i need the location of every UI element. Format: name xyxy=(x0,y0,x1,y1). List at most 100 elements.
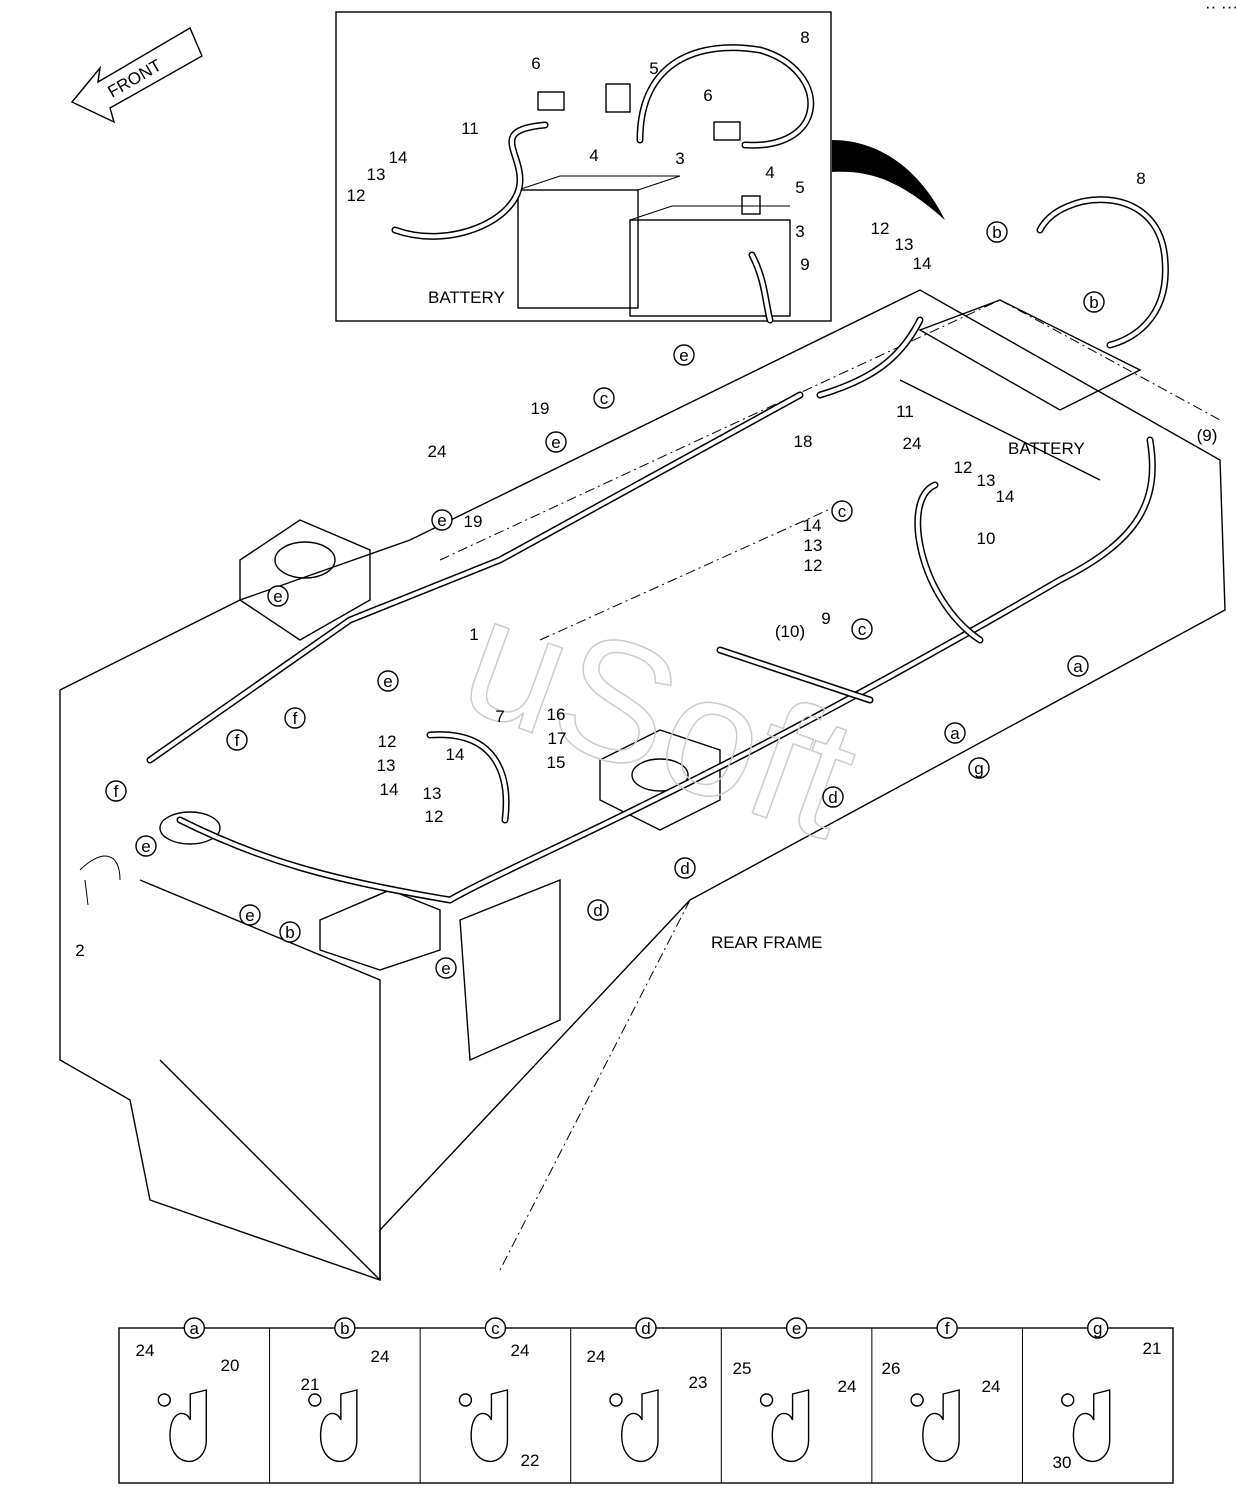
legend-part-callout: 24 xyxy=(371,1347,390,1366)
clamp-ref-label: b xyxy=(340,1319,349,1338)
clamp-ref-circle xyxy=(279,921,301,943)
part-callout: 5 xyxy=(795,178,804,197)
rear-frame-label: REAR FRAME xyxy=(711,933,822,952)
legend-panel-b: b 24 21 xyxy=(269,1317,390,1483)
watermark-logo: uSoft xyxy=(441,560,879,874)
part-callout: 12 xyxy=(347,186,366,205)
part-callout: 12 xyxy=(804,556,823,575)
legend-part-callout: 21 xyxy=(301,1375,320,1394)
part-callout: 4 xyxy=(765,163,774,182)
clamp-ref-circle xyxy=(851,618,873,640)
clamp-ref-label: f xyxy=(114,782,119,801)
part-callout: 14 xyxy=(380,780,399,799)
clamp-ref-label: f xyxy=(235,731,240,750)
clamp-ref-circle xyxy=(1087,1317,1109,1339)
legend-panel-e: e 25 24 xyxy=(720,1317,857,1483)
part-callout: 6 xyxy=(531,54,540,73)
part-callout: 4 xyxy=(589,146,598,165)
clamp-ref-label: c xyxy=(491,1319,500,1338)
legend-part-callout: 25 xyxy=(733,1359,752,1378)
clamp-ref-circle xyxy=(284,707,306,729)
bolt-icon xyxy=(1061,1393,1075,1407)
corner-mark: ·· ··· xyxy=(1205,0,1236,16)
clamp-icon xyxy=(922,1389,960,1463)
bolt-icon xyxy=(910,1393,924,1407)
part-callout: 19 xyxy=(464,512,483,531)
clamp-ref-circle xyxy=(785,1317,808,1339)
clamp-ref-circle xyxy=(635,1317,657,1339)
battery-label: BATTERY xyxy=(1008,439,1085,458)
clamp-ref-circle xyxy=(239,904,261,926)
part-callout: 13 xyxy=(895,235,914,254)
clamp-ref-label: e xyxy=(437,511,446,530)
legend-part-callout: 24 xyxy=(511,1341,530,1360)
inset-battery-label: BATTERY xyxy=(428,288,505,307)
clamp-ref-label: e xyxy=(383,672,392,691)
legend-part-callout: 22 xyxy=(521,1451,540,1470)
part-callout: 14 xyxy=(389,148,408,167)
clamp-ref-circle xyxy=(936,1317,958,1339)
clamp-ref-label: e xyxy=(273,587,282,606)
clamp-ref-label: a xyxy=(190,1319,200,1338)
part-callout: 7 xyxy=(495,707,504,726)
legend-part-callout: 26 xyxy=(882,1359,901,1378)
clamp-ref-circle xyxy=(822,786,844,808)
part-callout: 24 xyxy=(428,442,447,461)
clamp-icon xyxy=(621,1389,659,1463)
clamp-ref-label: c xyxy=(838,502,847,521)
clamp-ref-label: e xyxy=(679,346,688,365)
legend-part-callout: 24 xyxy=(136,1341,155,1360)
part-callout: 14 xyxy=(803,516,822,535)
part-callout: 15 xyxy=(547,753,566,772)
clamp-ref-circle xyxy=(545,431,567,453)
clamp-ref-circle xyxy=(673,344,695,366)
part-callout: 12 xyxy=(378,732,397,751)
part-callout: 5 xyxy=(649,59,658,78)
clamp-icon xyxy=(320,1389,358,1463)
part-callout: 3 xyxy=(675,149,684,168)
legend-part-callout: 24 xyxy=(982,1377,1001,1396)
clamp-ref-circle xyxy=(1083,291,1105,313)
clamp-ref-label: e xyxy=(792,1319,801,1338)
part-callout: 18 xyxy=(794,432,813,451)
legend-part-callout: 21 xyxy=(1143,1339,1162,1358)
clamp-ref-label: d xyxy=(593,901,602,920)
clamp-ref-circle xyxy=(183,1317,205,1339)
clamp-ref-circle xyxy=(377,670,399,692)
clamp-ref-circle xyxy=(587,899,609,921)
part-callout: 16 xyxy=(547,705,566,724)
clamp-ref-circle xyxy=(1067,655,1089,677)
part-callout: 10 xyxy=(977,529,996,548)
part-callout: 13 xyxy=(423,784,442,803)
part-callout: 24 xyxy=(903,434,922,453)
rear-frame-drawing xyxy=(59,196,1226,1281)
inset-drawing xyxy=(391,44,815,324)
clamp-ref-circle xyxy=(431,509,453,531)
clamp-ref-circle xyxy=(105,780,127,802)
part-callout: 11 xyxy=(896,402,914,421)
clamp-ref-label: f xyxy=(293,709,298,728)
part-callout: 13 xyxy=(977,471,996,490)
legend-part-callout: 24 xyxy=(587,1347,606,1366)
part-callout: (9) xyxy=(1197,426,1218,445)
bolt-icon xyxy=(759,1393,774,1407)
clamp-ref-circle xyxy=(484,1317,507,1339)
part-callout: 12 xyxy=(954,458,973,477)
part-callout: 3 xyxy=(795,222,804,241)
part-callout: 13 xyxy=(804,536,823,555)
part-callout: 14 xyxy=(913,254,932,273)
bolt-icon xyxy=(609,1393,623,1407)
clamp-ref-circle xyxy=(267,585,289,607)
legend-part-callout: 24 xyxy=(838,1377,857,1396)
clamp-ref-circle xyxy=(968,757,990,779)
clamp-ref-label: e xyxy=(441,959,450,978)
clamp-ref-label: d xyxy=(641,1319,650,1338)
clamp-ref-circle xyxy=(831,500,853,522)
clamp-ref-label: e xyxy=(141,837,150,856)
clamp-ref-circle xyxy=(334,1317,356,1339)
clamp-ref-circle xyxy=(986,221,1008,243)
part-callout: 11 xyxy=(461,119,479,138)
